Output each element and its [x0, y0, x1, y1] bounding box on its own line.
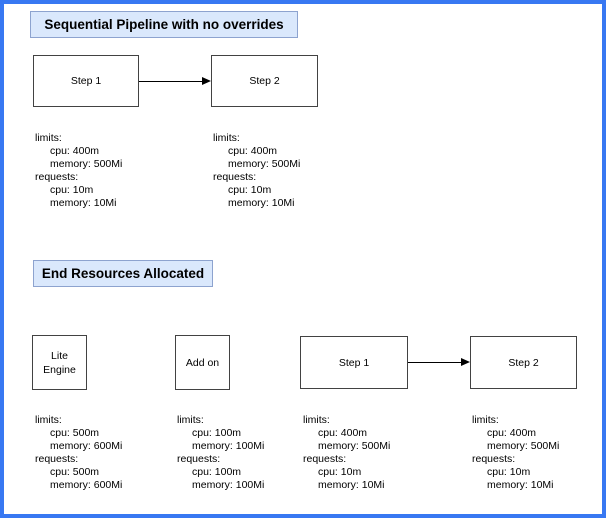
- node-step-1: Step 1: [33, 55, 139, 107]
- resource-block-lite-engine: limits: cpu: 500m memory: 600Mi requests…: [35, 414, 122, 492]
- resource-block-add-on: limits: cpu: 100m memory: 100Mi requests…: [177, 414, 264, 492]
- resource-line: requests:: [472, 453, 516, 465]
- resource-line: cpu: 10m: [228, 184, 272, 196]
- arrow-shaft: [408, 361, 462, 363]
- resource-line: limits:: [177, 414, 204, 426]
- node-step-1-end: Step 1: [300, 336, 408, 389]
- resource-block-step-2: limits: cpu: 400m memory: 500Mi requests…: [213, 132, 300, 210]
- resource-line: limits:: [472, 414, 499, 426]
- resource-line: limits:: [35, 132, 62, 144]
- resource-line: requests:: [303, 453, 347, 465]
- resource-line: cpu: 100m: [192, 427, 242, 439]
- section-title-end-resources: End Resources Allocated: [33, 260, 213, 287]
- resource-line: memory: 10Mi: [318, 479, 385, 491]
- resource-line: cpu: 100m: [192, 466, 242, 478]
- node-add-on: Add on: [175, 335, 230, 390]
- resource-line: memory: 500Mi: [50, 158, 123, 170]
- resource-line: cpu: 10m: [318, 466, 362, 478]
- node-step-2-end: Step 2: [470, 336, 577, 389]
- arrow-shaft: [139, 80, 203, 82]
- resource-line: cpu: 10m: [487, 466, 531, 478]
- resource-block-step-1-end: limits: cpu: 400m memory: 500Mi requests…: [303, 414, 390, 492]
- resource-line: memory: 10Mi: [228, 197, 295, 209]
- resource-line: cpu: 500m: [50, 466, 100, 478]
- resource-line: memory: 500Mi: [228, 158, 301, 170]
- resource-line: memory: 600Mi: [50, 479, 123, 491]
- resource-line: limits:: [303, 414, 330, 426]
- resource-line: memory: 10Mi: [487, 479, 554, 491]
- resource-block-step-2-end: limits: cpu: 400m memory: 500Mi requests…: [472, 414, 559, 492]
- section-title-sequential-pipeline: Sequential Pipeline with no overrides: [30, 11, 298, 38]
- resource-line: requests:: [213, 171, 257, 183]
- arrowhead-icon: [461, 357, 470, 366]
- resource-line: memory: 10Mi: [50, 197, 117, 209]
- resource-line: memory: 100Mi: [192, 479, 265, 491]
- resource-line: memory: 500Mi: [318, 440, 391, 452]
- resource-line: limits:: [35, 414, 62, 426]
- resource-line: cpu: 400m: [487, 427, 537, 439]
- resource-line: limits:: [213, 132, 240, 144]
- resource-line: cpu: 400m: [228, 145, 278, 157]
- resource-line: requests:: [35, 453, 79, 465]
- resource-line: memory: 600Mi: [50, 440, 123, 452]
- node-step-2: Step 2: [211, 55, 318, 107]
- resource-line: cpu: 400m: [318, 427, 368, 439]
- arrowhead-icon: [202, 76, 211, 85]
- resource-line: cpu: 500m: [50, 427, 100, 439]
- resource-line: cpu: 400m: [50, 145, 100, 157]
- resource-line: cpu: 10m: [50, 184, 94, 196]
- resource-block-step-1: limits: cpu: 400m memory: 500Mi requests…: [35, 132, 122, 210]
- resource-line: memory: 500Mi: [487, 440, 560, 452]
- resource-line: requests:: [177, 453, 221, 465]
- arrow-step1-to-step2-end: [408, 357, 470, 367]
- resource-line: requests:: [35, 171, 79, 183]
- resource-line: memory: 100Mi: [192, 440, 265, 452]
- node-lite-engine: Lite Engine: [32, 335, 87, 390]
- arrow-step1-to-step2: [139, 76, 211, 86]
